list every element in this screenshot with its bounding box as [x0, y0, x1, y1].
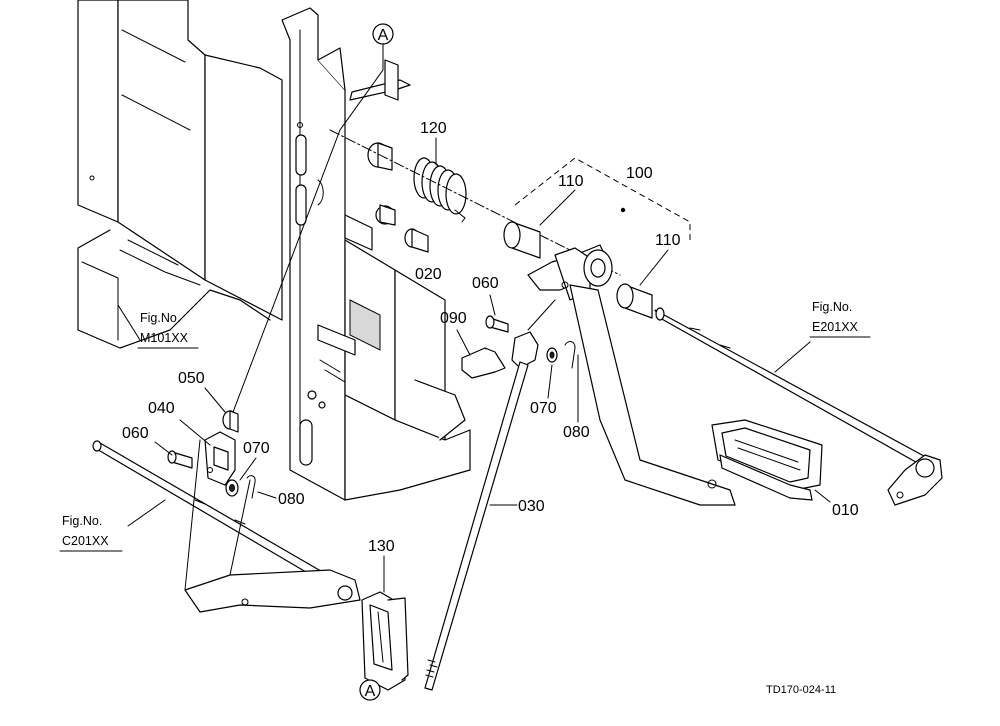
cotter-080-left — [246, 475, 256, 499]
return-spring-120 — [413, 157, 467, 223]
side-plate — [281, 7, 346, 501]
drawing-code: TD170-024-11 — [766, 684, 836, 696]
chassis-frame — [77, 0, 283, 349]
assembly-100-bracket — [514, 157, 691, 240]
label-040: 040 — [148, 400, 175, 417]
leader-e201 — [774, 341, 811, 373]
callout-a-top-label: A — [378, 27, 389, 44]
grommet-130 — [361, 591, 409, 691]
ref-e201-line2: E201XX — [812, 320, 859, 334]
leader-m101 — [117, 304, 141, 341]
ref-m101-line1: Fig.No. — [140, 311, 180, 325]
label-020: 020 — [415, 266, 442, 283]
pedal-bracket — [317, 59, 471, 501]
washer-070-right — [546, 347, 558, 363]
label-090: 090 — [440, 310, 467, 327]
pedal-arm-100 — [527, 244, 736, 506]
clevis-090 — [461, 347, 506, 379]
collar-110-left — [503, 221, 541, 259]
pin-060-right — [485, 315, 509, 333]
washer-070-left — [225, 479, 239, 497]
callout-a-bottom — [359, 679, 381, 701]
cotter-080-right — [564, 341, 576, 369]
label-060-right: 060 — [472, 275, 499, 292]
spacer-050 — [222, 410, 239, 433]
ref-c201-line1: Fig.No. — [62, 514, 102, 528]
leader-c201 — [127, 499, 166, 527]
collar-110-right — [616, 283, 653, 319]
label-130: 130 — [368, 538, 395, 555]
pedal-pad-010 — [711, 419, 823, 501]
label-070-right: 070 — [530, 400, 557, 417]
cross-shaft — [654, 307, 943, 506]
label-120: 120 — [420, 120, 447, 137]
label-060-left: 060 — [122, 425, 149, 442]
label-110-left: 110 — [558, 173, 584, 190]
pin-060-left — [167, 450, 193, 469]
rod-030 — [424, 299, 556, 691]
bushing-020 — [404, 228, 429, 253]
label-050: 050 — [178, 370, 205, 387]
ref-c201-line2: C201XX — [62, 534, 109, 548]
lever-040 — [204, 431, 236, 486]
label-010: 010 — [832, 502, 859, 519]
lower-arm — [184, 439, 361, 613]
bushing-upper — [367, 142, 393, 171]
label-030: 030 — [518, 498, 545, 515]
callout-a-bottom-label: A — [365, 683, 376, 700]
label-110-right: 110 — [655, 232, 681, 249]
ref-e201-line1: Fig.No. — [812, 300, 852, 314]
label-080-right: 080 — [563, 424, 590, 441]
label-080-left: 080 — [278, 491, 305, 508]
label-100: 100 — [626, 165, 653, 182]
label-070-left: 070 — [243, 440, 270, 457]
ref-m101-line2: M101XX — [140, 331, 189, 345]
